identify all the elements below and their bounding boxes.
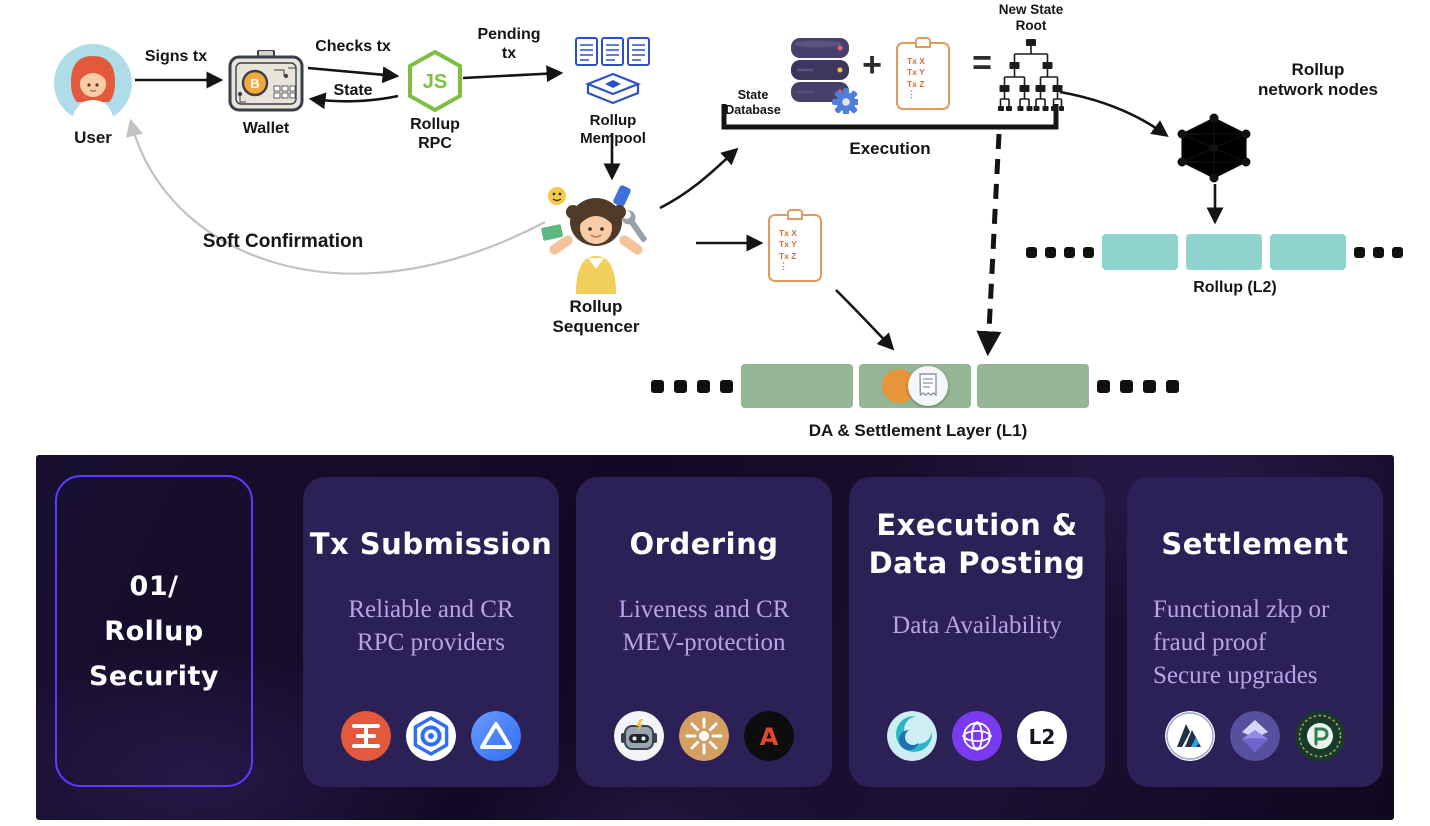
- card-tx-submission: Tx Submission Reliable and CR RPC provid…: [303, 477, 559, 787]
- gear-icon: [832, 88, 860, 116]
- execution-label: Execution: [849, 139, 931, 158]
- orange-glyph-badge-icon: [341, 711, 391, 761]
- chain-dot: [1045, 246, 1056, 258]
- l2-block: [1102, 234, 1178, 270]
- tx-clipboard: Tx X Tx Y Tx Z ⋮: [896, 37, 950, 110]
- equals-sign: =: [972, 44, 992, 82]
- chain-dot: [1097, 379, 1110, 393]
- receipt-icon: [908, 366, 948, 406]
- rollup-rpc-label: Rollup RPC: [410, 116, 460, 152]
- rollup-mempool-icon: [572, 36, 654, 108]
- arrow-sequencer-to-execution: [659, 147, 739, 210]
- intro-line: 01/: [129, 570, 179, 602]
- chain-dot: [1166, 379, 1179, 393]
- letter-a-badge-icon: A: [744, 711, 794, 761]
- dashed-arrow-execution-to-l1: [976, 133, 1002, 357]
- chain-dot: [1083, 246, 1094, 258]
- chain-dot: [697, 379, 710, 393]
- arrow-pending-tx: [462, 65, 564, 83]
- rollup-sequencer-illustration: [540, 182, 652, 294]
- chain-dot: [720, 379, 733, 393]
- js-label: JS: [423, 71, 447, 93]
- user-avatar: [54, 44, 132, 122]
- intro-card: 01/ Rollup Security: [55, 475, 253, 787]
- state-label: State: [333, 82, 373, 99]
- plus-sign: +: [862, 46, 882, 84]
- letter-a-label: A: [760, 723, 779, 751]
- soft-confirmation-label: Soft Confirmation: [202, 231, 364, 252]
- teal-swirl-badge-icon: [887, 711, 937, 761]
- flow-diagram: User Signs tx B Wallet Checks tx: [54, 2, 1407, 440]
- rollup-rpc-icon: JS: [406, 49, 464, 113]
- card-icon-row: [1165, 711, 1345, 761]
- arrow-root-to-nodes: [1059, 90, 1169, 137]
- clipboard-clip: [787, 209, 803, 220]
- pending-tx-label: Pending tx: [477, 26, 541, 62]
- wallet-label: Wallet: [242, 120, 290, 137]
- l1-block: [977, 364, 1089, 408]
- l2-block: [1186, 234, 1262, 270]
- card-description: Data Availability: [892, 612, 1062, 639]
- state-root-tree-icon: [998, 38, 1064, 116]
- chain-dot: [1392, 246, 1403, 258]
- card-title: Settlement: [1161, 527, 1349, 562]
- l2-label: L2: [1029, 725, 1056, 749]
- card-execution-data-posting: Execution & Data Posting Data Availabili…: [849, 477, 1105, 787]
- chain-dot: [1354, 246, 1365, 258]
- l1-block-current: [859, 364, 971, 408]
- card-title: Ordering: [629, 527, 779, 562]
- card-ordering: Ordering Liveness and CR MEV-protection: [576, 477, 832, 787]
- intro-line: Security: [88, 660, 220, 692]
- arrow-clipboard-to-l1: [835, 289, 895, 351]
- chain-dot: [1120, 379, 1133, 393]
- diamond-badge-icon: [1230, 711, 1280, 761]
- user-label: User: [74, 128, 112, 147]
- card-title: Execution & Data Posting: [868, 508, 1086, 580]
- card-settlement: Settlement Functional zkp or fraud proof…: [1127, 477, 1383, 787]
- green-seal-badge-icon: [1295, 711, 1345, 761]
- chain-dot: [1373, 246, 1384, 258]
- wallet-icon: B: [228, 49, 304, 114]
- signs-tx-label: Signs tx: [144, 48, 208, 65]
- chain-dot: [1026, 246, 1037, 258]
- rollup-l2-label: Rollup (L2): [1193, 279, 1277, 296]
- l2-badge-icon: L2: [1017, 711, 1067, 761]
- checks-tx-label: Checks tx: [315, 38, 391, 55]
- mountain-badge-icon: [1165, 711, 1215, 761]
- rollup-l2-chain: [1022, 234, 1407, 270]
- rollup-sequencer-label: Rollup Sequencer: [552, 297, 640, 337]
- tx-clipboard: Tx X Tx Y Tx Z ⋮: [768, 209, 822, 282]
- l2-block: [1270, 234, 1346, 270]
- card-description: Functional zkp or fraud proof Secure upg…: [1153, 596, 1330, 689]
- chain-dot: [1064, 246, 1075, 258]
- state-database-icon: [788, 36, 860, 116]
- purple-globe-badge-icon: [952, 711, 1002, 761]
- blue-ring-badge-icon: [406, 711, 456, 761]
- wallet-b-label: B: [250, 76, 259, 91]
- state-database-label: State Database: [725, 88, 781, 117]
- card-description: Liveness and CR MEV-protection: [618, 596, 790, 656]
- intro-line: Rollup: [104, 615, 204, 647]
- card-title: Tx Submission: [309, 527, 553, 562]
- card-icon-row: A: [614, 711, 794, 761]
- chain-dot: [651, 379, 664, 393]
- chain-dot: [1143, 379, 1156, 393]
- sunburst-badge-icon: [679, 711, 729, 761]
- l1-chain: [646, 364, 1184, 408]
- blue-triangle-badge-icon: [471, 711, 521, 761]
- rollup-mempool-label: Rollup Mempool: [580, 112, 646, 147]
- card-description: Reliable and CR RPC providers: [348, 596, 514, 656]
- l1-block: [741, 364, 853, 408]
- card-icon-row: L2: [887, 711, 1067, 761]
- clipboard-clip: [915, 37, 931, 48]
- chain-dot: [674, 379, 687, 393]
- robot-badge-icon: [614, 711, 664, 761]
- arrow-checks-tx: [307, 66, 400, 84]
- security-panel: 01/ Rollup Security Tx Submission Reliab…: [36, 455, 1394, 820]
- da-settlement-label: DA & Settlement Layer (L1): [808, 421, 1028, 440]
- network-nodes-icon: [1172, 112, 1256, 184]
- network-nodes-label: Rollup network nodes: [1258, 60, 1378, 100]
- card-icon-row: [341, 711, 521, 761]
- new-state-root-label: New State Root: [998, 2, 1064, 33]
